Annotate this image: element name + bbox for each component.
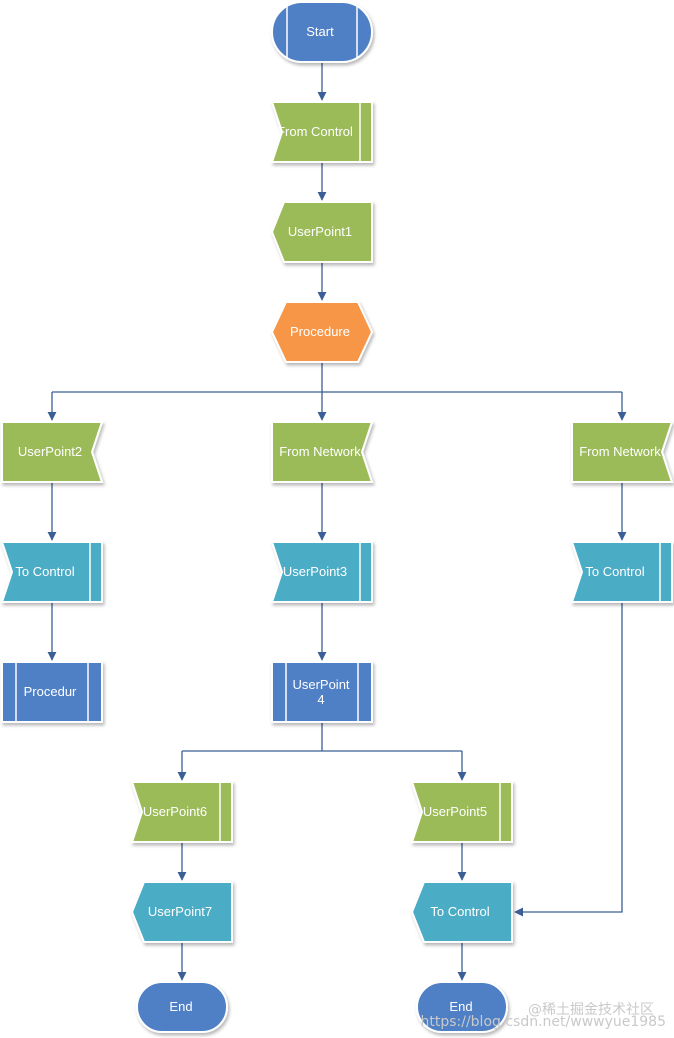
userpoint4-label-line1: UserPoint	[292, 677, 349, 692]
procedur-node: Procedur	[1, 661, 103, 723]
userpoint2-label: UserPoint2	[18, 444, 82, 459]
to-control-bottom-node: To Control	[410, 881, 513, 943]
userpoint4-label-line2: 4	[317, 692, 324, 707]
connector-tocontrol-right-merge	[514, 602, 623, 917]
userpoint3-node: UserPoint3	[270, 541, 373, 603]
userpoint4-node: UserPoint 4	[271, 661, 373, 723]
userpoint1-node: UserPoint1	[270, 201, 373, 263]
to-control-left-label: To Control	[15, 564, 74, 579]
userpoint5-label: UserPoint5	[423, 804, 487, 819]
to-control-bottom-label: To Control	[430, 904, 489, 919]
userpoint3-label: UserPoint3	[283, 564, 347, 579]
watermark-site: @稀土掘金技术社区	[528, 1002, 654, 1018]
start-node: Start	[271, 0, 373, 63]
from-network-right-node: From Network	[571, 421, 674, 483]
userpoint6-node: UserPoint6	[130, 781, 233, 843]
from-network-mid-node: From Network	[271, 421, 374, 483]
userpoint5-node: UserPoint5	[410, 781, 513, 843]
userpoint7-label: UserPoint7	[148, 904, 212, 919]
to-control-right-node: To Control	[570, 541, 673, 603]
end-right-label: End	[449, 999, 472, 1014]
connectors	[47, 62, 627, 981]
from-network-mid-label: From Network	[279, 444, 361, 459]
userpoint2-node: UserPoint2	[1, 421, 104, 483]
procedur-label: Procedur	[24, 684, 77, 699]
end-left-node: End	[136, 981, 228, 1033]
userpoint1-label: UserPoint1	[288, 224, 352, 239]
userpoint6-label: UserPoint6	[143, 804, 207, 819]
watermark-url: https://blog.csdn.net/wwwyue1985	[420, 1014, 666, 1030]
end-left-label: End	[169, 999, 192, 1014]
procedure-node: Procedure	[270, 301, 374, 363]
start-label: Start	[306, 24, 334, 39]
from-control-node: From Control	[270, 101, 373, 163]
userpoint7-node: UserPoint7	[130, 881, 233, 943]
from-network-right-label: From Network	[579, 444, 661, 459]
to-control-right-label: To Control	[585, 564, 644, 579]
from-control-label: From Control	[277, 124, 353, 139]
to-control-left-node: To Control	[0, 541, 103, 603]
end-right-node: End	[416, 981, 508, 1033]
procedure-label: Procedure	[290, 324, 350, 339]
